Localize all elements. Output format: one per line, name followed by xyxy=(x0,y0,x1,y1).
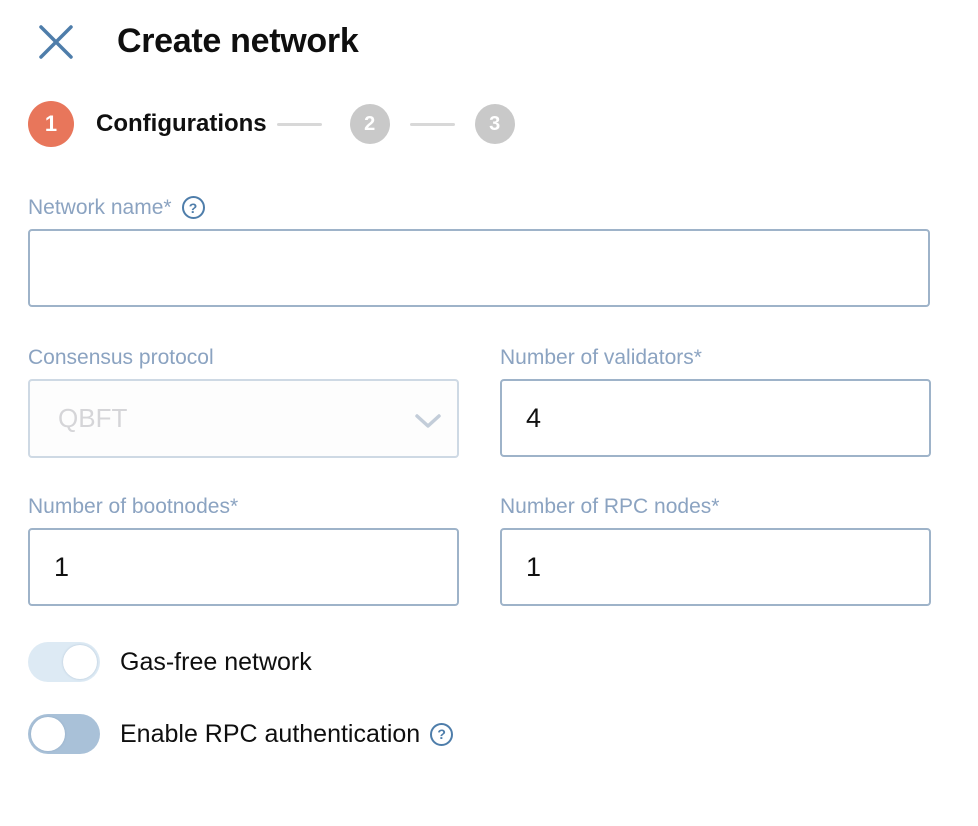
rpc-nodes-field: Number of RPC nodes* xyxy=(500,496,931,606)
gas-free-label: Gas-free network xyxy=(120,647,312,676)
rpc-auth-row: Enable RPC authentication ? xyxy=(28,714,930,754)
rpc-nodes-input[interactable] xyxy=(500,528,931,606)
gas-free-toggle[interactable] xyxy=(28,642,100,682)
step-connector-2 xyxy=(409,122,455,126)
form-grid: Consensus protocol QBFT Number of valida… xyxy=(28,347,931,606)
step-connector-1 xyxy=(276,122,322,126)
consensus-protocol-select: QBFT xyxy=(28,379,459,458)
configurations-form: Network name* ? Consensus protocol QBFT xyxy=(28,196,931,754)
network-name-input[interactable] xyxy=(28,229,930,307)
rpc-auth-help-icon[interactable]: ? xyxy=(430,722,454,746)
gas-free-row: Gas-free network xyxy=(28,642,930,682)
close-icon xyxy=(39,24,73,59)
validators-input[interactable] xyxy=(500,379,931,457)
consensus-protocol-value: QBFT xyxy=(58,403,128,433)
network-name-help-icon[interactable]: ? xyxy=(181,196,205,219)
bootnodes-label: Number of bootnodes* xyxy=(28,495,239,518)
rpc-nodes-label: Number of RPC nodes* xyxy=(500,495,720,518)
step-1-label: Configurations xyxy=(96,110,267,137)
consensus-protocol-field: Consensus protocol QBFT xyxy=(28,347,459,458)
page-title: Create network xyxy=(117,22,359,60)
close-button[interactable] xyxy=(38,24,74,60)
consensus-protocol-label: Consensus protocol xyxy=(28,346,214,369)
step-2-indicator: 2 xyxy=(349,104,390,144)
stepper: 1 Configurations 2 3 xyxy=(28,101,930,147)
network-name-field: Network name* ? xyxy=(28,196,930,307)
toggle-knob xyxy=(63,645,97,679)
step-1-indicator: 1 xyxy=(28,101,74,147)
rpc-auth-toggle[interactable] xyxy=(28,714,100,754)
bootnodes-field: Number of bootnodes* xyxy=(28,496,459,606)
validators-label: Number of validators* xyxy=(500,346,702,369)
create-network-dialog: Create network 1 Configurations 2 3 Netw… xyxy=(28,22,931,754)
chevron-down-icon xyxy=(415,414,441,428)
rpc-auth-label: Enable RPC authentication xyxy=(120,719,421,748)
step-3-indicator: 3 xyxy=(474,104,515,144)
toggle-knob xyxy=(31,717,65,751)
bootnodes-input[interactable] xyxy=(28,528,459,606)
dialog-header: Create network xyxy=(28,22,930,61)
network-name-label: Network name* xyxy=(28,195,172,219)
validators-field: Number of validators* xyxy=(500,347,931,458)
